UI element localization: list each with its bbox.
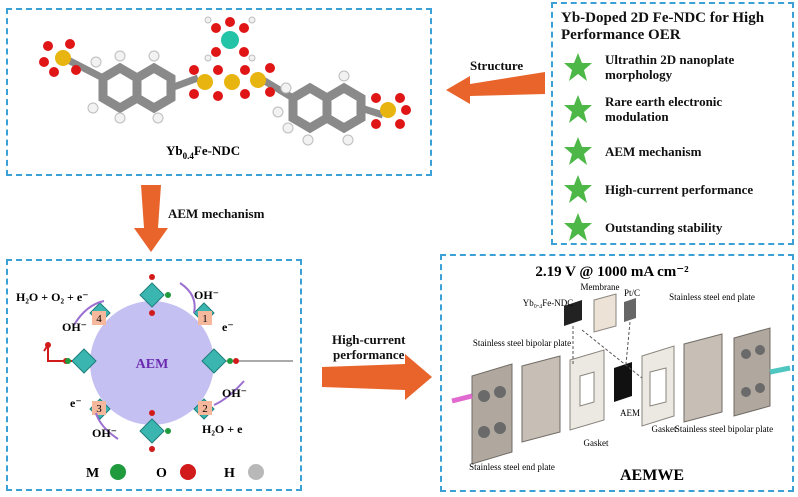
- aemwe-title: AEMWE: [620, 467, 684, 484]
- right-bipolar-plate: [683, 333, 723, 423]
- aem-mechanism-panel: AEM 1 2 3 4: [6, 259, 302, 491]
- highlight-item: Outstanding stability: [563, 212, 722, 242]
- h2o-e-label: H₂O + e: [202, 422, 243, 436]
- aem-cycle-diagram: AEM 1 2 3 4: [16, 274, 293, 481]
- aemwe-panel: 2.19 V @ 1000 mA cm⁻² Membrane: [440, 254, 794, 492]
- legend-h-dot: [248, 464, 264, 480]
- step-4: 4: [96, 313, 102, 325]
- aem-center-label: AEM: [136, 357, 169, 372]
- end-plate-top-label: Stainless steel end plate: [669, 292, 755, 302]
- highlight-item: High-current performance: [563, 174, 753, 204]
- left-end-plate: [471, 363, 513, 465]
- highlight-item: AEM mechanism: [563, 136, 701, 166]
- ptc-label: Pt/C: [624, 288, 640, 298]
- compound-label: Yb0.4Fe-NDC: [166, 143, 240, 161]
- aem-membrane: [614, 362, 632, 402]
- octahedron-top: [139, 282, 165, 308]
- electrolyzer-diagram: 2.19 V @ 1000 mA cm⁻² Membrane: [451, 264, 791, 484]
- highlight-text: modulation: [605, 109, 669, 124]
- legend-h-label: H: [224, 466, 235, 481]
- highlight-text: morphology: [605, 67, 673, 82]
- octahedron-left: [71, 348, 97, 374]
- octahedron-right: [201, 348, 227, 374]
- ybfe-layer: [564, 300, 582, 326]
- membrane-label: Membrane: [581, 282, 620, 292]
- highlights-panel: Yb-Doped 2D Fe-NDC for High Performance …: [551, 2, 794, 245]
- e-bottom-left: e⁻: [70, 396, 82, 410]
- legend-o-dot: [180, 464, 196, 480]
- highlights-title-line2: Performance OER: [561, 27, 681, 43]
- oh-bottom-left: OH⁻: [92, 426, 117, 440]
- voltage-label: 2.19 V @ 1000 mA cm⁻²: [535, 264, 689, 280]
- ybfe-label: Yb₀.₄Fe-NDC: [523, 298, 574, 308]
- performance-label-line2: performance: [332, 347, 405, 362]
- performance-arrow: [322, 354, 432, 400]
- right-end-plate: [733, 327, 771, 417]
- highlight-text: Outstanding stability: [605, 219, 723, 235]
- legend-m-label: M: [86, 466, 99, 481]
- gasket-left-label: Gasket: [584, 438, 609, 448]
- oh-left: OH⁻: [62, 320, 87, 334]
- highlight-text: Ultrathin 2D nanoplate: [605, 52, 735, 67]
- highlight-text: AEM mechanism: [605, 143, 702, 159]
- star-icon: [564, 213, 592, 241]
- performance-label: High-current performance: [332, 332, 405, 362]
- aem-mechanism-label: AEM mechanism: [168, 206, 265, 221]
- highlight-text: High-current performance: [605, 181, 754, 197]
- oh-right: OH⁻: [222, 386, 247, 400]
- bipolar-plate-right-label: Stainless steel bipolar plate: [675, 424, 773, 434]
- star-icon: [564, 175, 592, 203]
- star-icon: [564, 53, 592, 81]
- left-bipolar-plate: [521, 355, 561, 443]
- oh-top-right: OH⁻: [194, 288, 219, 302]
- structure-arrow: [446, 72, 545, 104]
- star-icon: [564, 137, 592, 165]
- legend-o-label: O: [156, 466, 167, 481]
- star-icon: [564, 95, 592, 123]
- structure-label: Structure: [470, 58, 524, 73]
- molecule-diagram: Yb0.4Fe-NDC: [39, 16, 411, 161]
- performance-label-line1: High-current: [332, 332, 406, 347]
- step-2: 2: [202, 403, 208, 415]
- octahedron-bottom: [139, 418, 165, 444]
- ptc-layer: [624, 298, 636, 322]
- aem-part-label: AEM: [620, 408, 640, 418]
- aem-center-circle: [90, 301, 214, 425]
- aem-arrow: [134, 185, 168, 252]
- structure-panel: Yb0.4Fe-NDC: [6, 8, 432, 176]
- gasket-right-label: Gasket: [652, 424, 677, 434]
- highlights-title-line1: Yb-Doped 2D Fe-NDC for High: [561, 10, 765, 26]
- e-right: e⁻: [222, 320, 234, 334]
- reactants-label: H₂O + O₂ + e⁻: [16, 290, 89, 304]
- bipolar-plate-left-label: Stainless steel bipolar plate: [473, 338, 571, 348]
- membrane-layer: [593, 293, 617, 333]
- highlight-text: Rare earth electronic: [605, 94, 723, 109]
- highlights-title: Yb-Doped 2D Fe-NDC for High Performance …: [561, 10, 764, 44]
- step-3: 3: [96, 403, 102, 415]
- step-1: 1: [202, 313, 208, 325]
- legend-m-dot: [110, 464, 126, 480]
- end-plate-bottom-label: Stainless steel end plate: [469, 462, 555, 472]
